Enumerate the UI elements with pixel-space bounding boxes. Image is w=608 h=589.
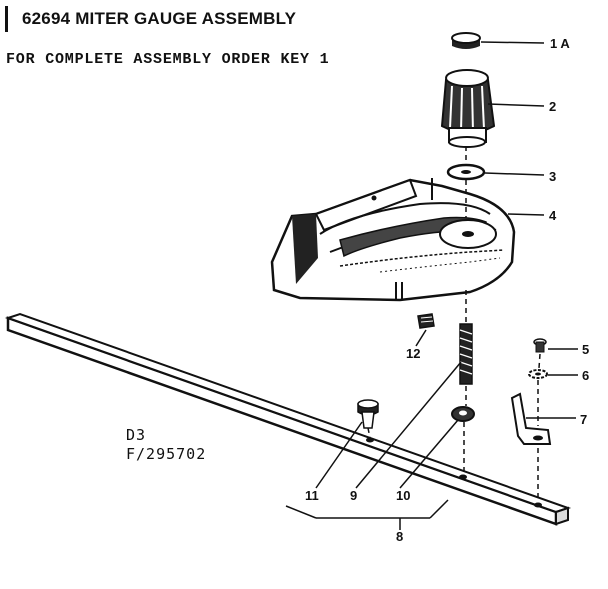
callout-11: 11 (305, 488, 319, 503)
washer-part (446, 163, 486, 181)
page-title: 62694 MITER GAUGE ASSEMBLY (22, 9, 297, 28)
callout-8: 8 (396, 529, 403, 544)
screw-part (533, 338, 547, 353)
stop-pin-part (357, 399, 379, 429)
page-margin-mark (5, 6, 8, 32)
callout-12: 12 (406, 346, 420, 361)
callout-10: 10 (396, 488, 410, 503)
callout-9: 9 (350, 488, 357, 503)
clip-part (510, 392, 552, 445)
callout-1a: 1 A (550, 36, 570, 51)
callout-3: 3 (549, 169, 556, 184)
leader-lines (285, 41, 578, 530)
assembly-note: FOR COMPLETE ASSEMBLY ORDER KEY 1 (6, 51, 330, 68)
knob-cap-part (451, 32, 481, 49)
callout-2: 2 (549, 99, 556, 114)
callout-5: 5 (582, 342, 589, 357)
threaded-stud-part (459, 323, 473, 385)
lockwasher-part (528, 369, 548, 379)
set-screw-part (417, 313, 435, 329)
callout-7: 7 (580, 412, 587, 427)
flat-washer-part (451, 406, 475, 422)
miter-body-part (270, 178, 516, 302)
figure-code: D3 (126, 426, 147, 444)
knob-part (440, 69, 496, 148)
callout-4: 4 (549, 208, 557, 223)
figure-number: F/295702 (126, 445, 207, 463)
callout-6: 6 (582, 368, 589, 383)
miter-bar-part (4, 312, 572, 526)
